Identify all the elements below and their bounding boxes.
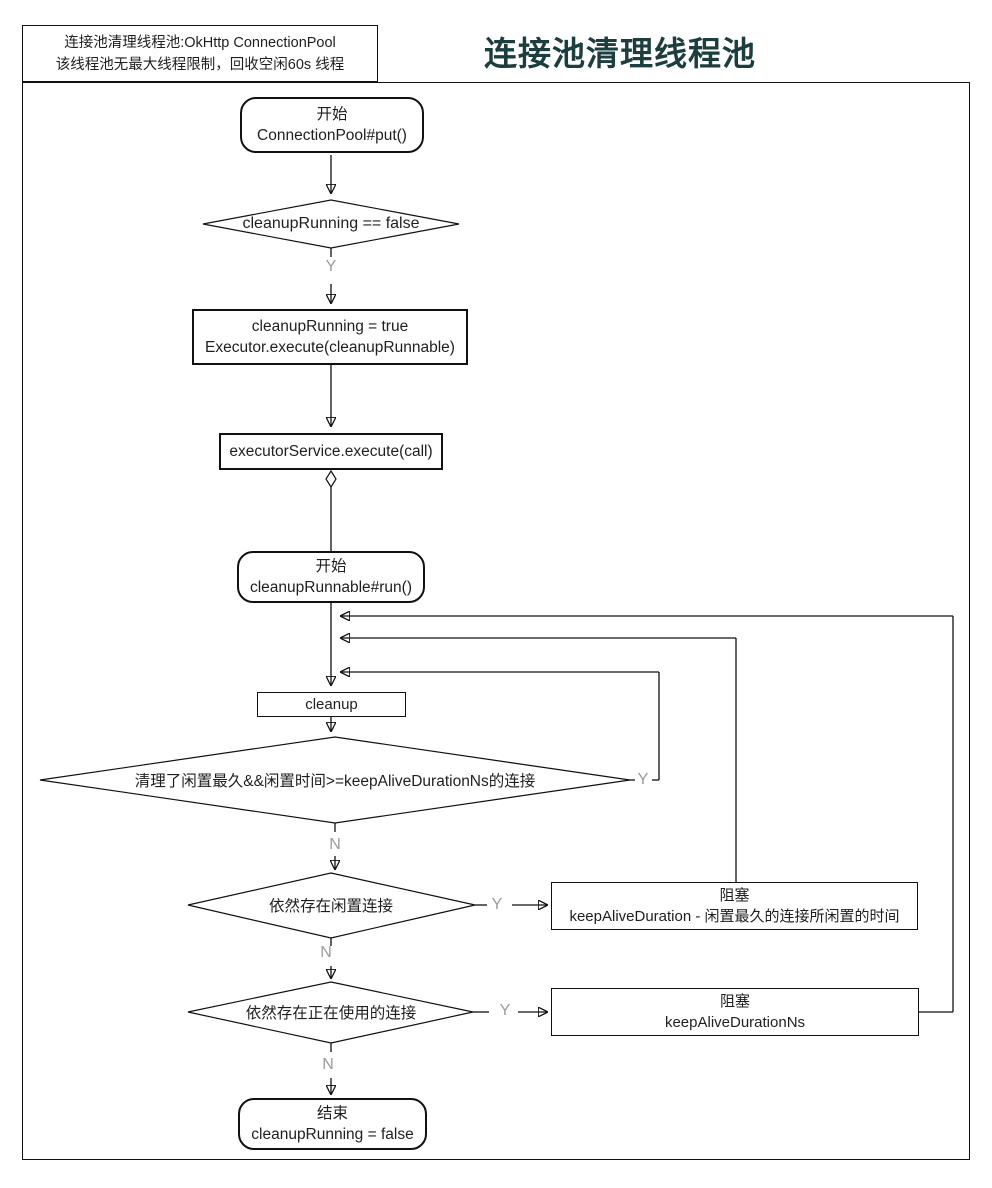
node-check-cleaned-label: 清理了闲置最久&&闲置时间>=keepAliveDurationNs的连接 [134,773,536,790]
diagram-border [22,82,970,1160]
node-executor-execute-label: executorService.execute(call) [229,443,433,460]
node-check-in-use-label: 依然存在正在使用的连接 [245,1005,417,1022]
page-title: 连接池清理线程池 [484,35,756,72]
node-block1-line2: keepAliveDuration - 闲置最久的连接所闲置的时间 [569,908,900,925]
edge-label-no-in-use: N [322,1056,334,1073]
node-end-line2: cleanupRunning = false [251,1126,414,1143]
node-block-keep-alive-duration: 阻塞 keepAliveDuration - 闲置最久的连接所闲置的时间 [551,882,918,930]
note-line1: 连接池清理线程池:OkHttp ConnectionPool [64,34,336,51]
node-start-put-line1: 开始 [316,106,348,123]
node-cleanup: cleanup [257,692,406,717]
node-block1-line1: 阻塞 [719,887,750,904]
note-box: 连接池清理线程池:OkHttp ConnectionPool 该线程池无最大线程… [22,25,378,82]
edge-label-yes-cleanup-running: Y [325,258,337,275]
node-check-idle-label: 依然存在闲置连接 [268,898,393,915]
node-block-keep-alive-duration-ns: 阻塞 keepAliveDurationNs [551,988,919,1036]
node-set-running: cleanupRunning = true Executor.execute(c… [192,309,468,365]
node-set-running-line2: Executor.execute(cleanupRunnable) [205,339,455,356]
node-check-cleanup-running-label: cleanupRunning == false [242,215,420,232]
node-start-put: 开始 ConnectionPool#put() [240,97,424,153]
note-line2: 该线程池无最大线程限制，回收空闲60s 线程 [55,56,345,73]
edge-label-yes-cleaned: Y [637,771,649,788]
node-block2-line1: 阻塞 [719,993,750,1010]
node-end-line1: 结束 [316,1105,348,1122]
node-set-running-line1: cleanupRunning = true [251,318,409,335]
node-start-run: 开始 cleanupRunnable#run() [237,551,425,603]
node-end: 结束 cleanupRunning = false [238,1098,427,1150]
node-block2-line2: keepAliveDurationNs [664,1014,806,1031]
node-executor-execute: executorService.execute(call) [219,433,443,470]
node-start-run-line1: 开始 [315,558,347,575]
edge-label-no-idle: N [320,944,332,961]
node-start-run-line2: cleanupRunnable#run() [249,579,412,596]
edge-label-yes-in-use: Y [499,1002,511,1019]
node-start-put-line2: ConnectionPool#put() [257,127,407,144]
node-cleanup-label: cleanup [305,696,358,713]
edge-label-no-cleaned: N [329,836,341,853]
edge-label-yes-idle: Y [491,896,503,913]
async-connector-diamond [325,469,337,489]
